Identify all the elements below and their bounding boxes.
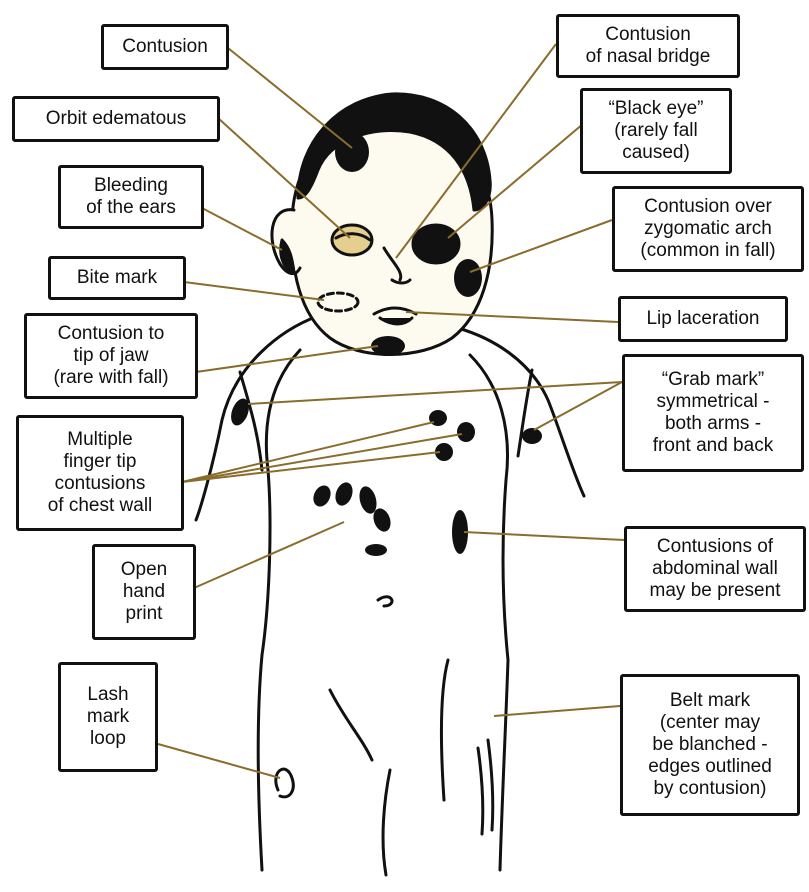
label-abdominal-contusions: Contusions of abdominal wall may be pres… — [624, 526, 806, 612]
label-grab-mark: “Grab mark” symmetrical - both arms - fr… — [622, 354, 804, 472]
leader-finger-3 — [182, 452, 440, 482]
label-lip-laceration: Lip laceration — [618, 296, 788, 342]
leader-lash — [158, 744, 280, 778]
infant-body — [196, 316, 584, 875]
leader-ears — [202, 208, 282, 250]
leader-finger-2 — [182, 434, 462, 482]
label-lash-mark-loop: Lash mark loop — [58, 662, 158, 772]
leader-contusion — [228, 48, 352, 148]
label-nasal-bridge: Contusion of nasal bridge — [556, 14, 740, 78]
label-bite-mark: Bite mark — [48, 256, 186, 300]
hand-mark-2 — [332, 480, 355, 508]
hand-mark-1 — [310, 483, 334, 510]
label-contusion: Contusion — [101, 24, 229, 70]
leader-belt — [494, 706, 620, 716]
label-finger-tip-contusions: Multiple finger tip contusions of chest … — [16, 415, 184, 531]
finger-mark-1 — [429, 410, 447, 426]
grab-mark-right — [522, 428, 542, 444]
label-orbit-edematous: Orbit edematous — [12, 96, 220, 142]
label-belt-mark: Belt mark (center may be blanched - edge… — [620, 674, 800, 816]
label-black-eye: “Black eye” (rarely fall caused) — [580, 88, 732, 174]
hand-mark-5 — [365, 544, 387, 556]
finger-mark-2 — [457, 422, 475, 442]
label-zygomatic-arch: Contusion over zygomatic arch (common in… — [612, 186, 804, 272]
leader-grab-left — [248, 382, 622, 404]
label-jaw-contusion: Contusion to tip of jaw (rare with fall) — [24, 313, 198, 399]
leader-abdominal — [464, 532, 624, 540]
label-bleeding-ears: Bleeding of the ears — [58, 165, 204, 229]
zygomatic-contusion — [454, 259, 482, 297]
leader-grab-right — [534, 382, 622, 430]
label-open-hand-print: Open hand print — [92, 544, 196, 640]
